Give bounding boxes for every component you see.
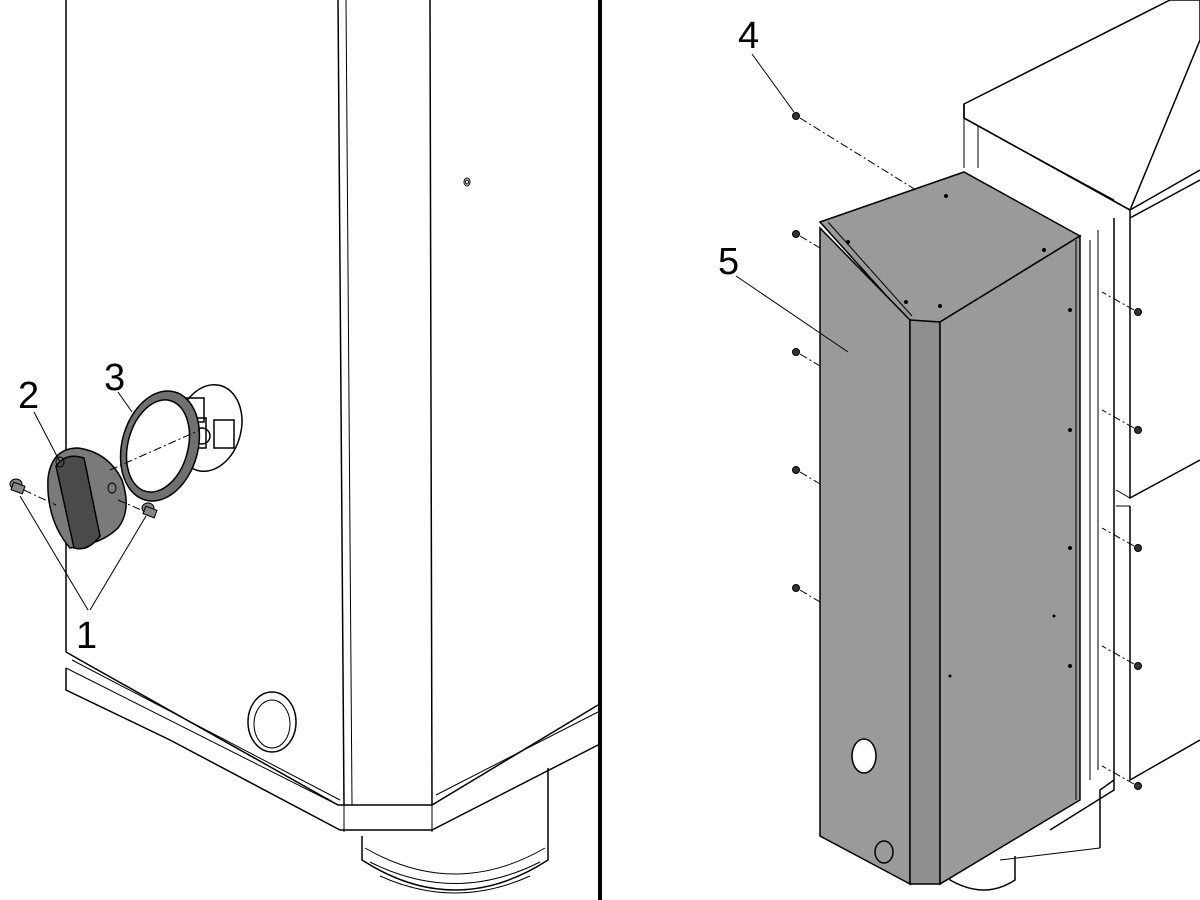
- knob-screws: [9, 429, 201, 519]
- left-view: 1 2 3: [9, 0, 599, 894]
- knob-screw-right: [141, 502, 158, 519]
- callout-2: 2: [18, 375, 39, 417]
- control-knob: [47, 447, 127, 550]
- left-cabinet-body: [65, 0, 599, 832]
- panel-screws-front: [792, 112, 917, 603]
- callout-5: 5: [718, 241, 739, 283]
- callout-4: 4: [738, 15, 759, 57]
- knob-screw-left: [9, 478, 26, 495]
- callout-1: 1: [76, 615, 97, 657]
- left-foot: [361, 768, 549, 894]
- ring-gasket: [119, 390, 201, 502]
- panel-screws-rear: [1101, 291, 1142, 790]
- left-leaders: [19, 391, 147, 611]
- callout-3: 3: [104, 357, 125, 399]
- rear-cabinet-frame: [949, 0, 1200, 891]
- right-leaders: [735, 53, 849, 353]
- side-panel: [818, 171, 1082, 886]
- right-view: 4 5: [718, 0, 1200, 891]
